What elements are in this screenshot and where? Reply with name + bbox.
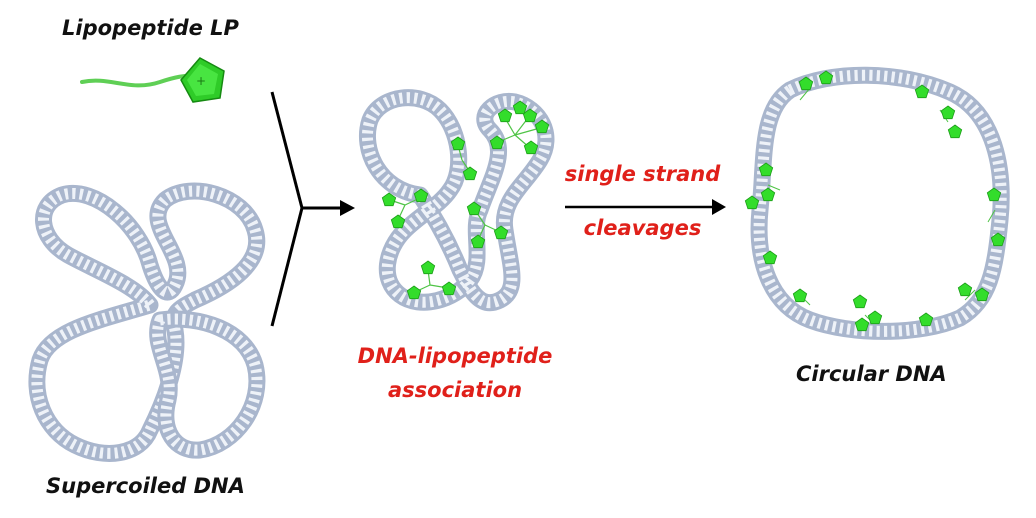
association-label-line2: association [387, 378, 523, 402]
association-label-line1: DNA-lipopeptide [357, 344, 553, 368]
cleavage-label-line1: single strand [564, 162, 721, 186]
svg-text:+: + [196, 74, 206, 88]
merge-arrow [270, 91, 355, 327]
cleavage-label-line2: cleavages [583, 216, 702, 240]
lipopeptide-label: Lipopeptide LP [62, 16, 239, 40]
supercoiled-dna [28, 182, 266, 462]
circular-dna [744, 66, 1010, 340]
reaction-arrow-icon [565, 199, 726, 215]
circular-dna-label: Circular DNA [796, 362, 947, 386]
supercoiled-dna-label: Supercoiled DNA [46, 474, 245, 498]
dna-lipopeptide-complex [358, 89, 555, 312]
lipopeptide-icon: + [80, 57, 225, 103]
